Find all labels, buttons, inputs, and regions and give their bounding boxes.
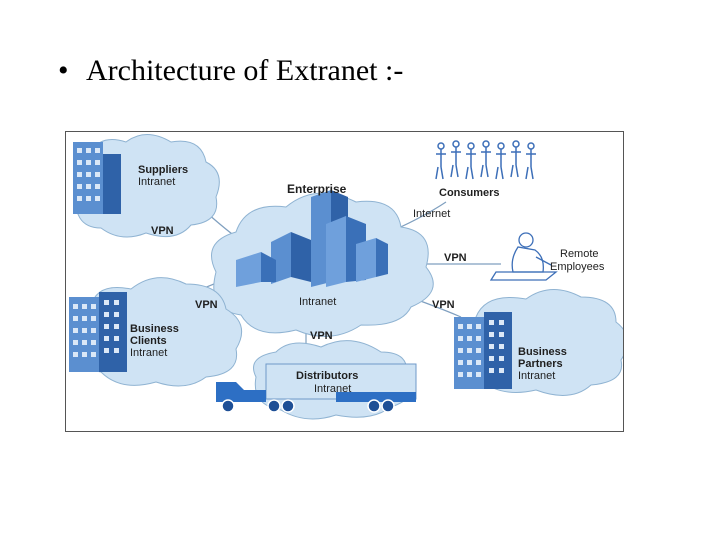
enterprise-label: Enterprise [287,183,346,196]
consumers-label: Consumers [439,187,500,199]
business-partners-label-line1: Business [518,346,567,358]
business-clients-label-line2: Clients [130,335,167,347]
distributors-intranet-label: Intranet [314,383,351,395]
suppliers-vpn-label: VPN [151,225,174,237]
enterprise-site [212,190,434,336]
slide-title: •Architecture of Extranet :- [58,54,403,88]
suppliers-intranet-label: Intranet [138,176,175,188]
distributors-label: Distributors [296,370,358,382]
suppliers-label: Suppliers [138,164,188,176]
business-partners-vpn-label: VPN [432,299,455,311]
business-partners-label-line2: Partners [518,358,563,370]
title-text: Architecture of Extranet :- [86,54,403,87]
internet-label: Internet [413,208,450,220]
remote-employee-icon [491,233,556,280]
business-clients-intranet-label: Intranet [130,347,167,359]
remote-label-line2: Employees [550,261,604,273]
title-bullet: • [58,54,86,88]
consumers-people-icon [436,141,536,179]
business-clients-vpn-label: VPN [195,299,218,311]
business-partners-intranet-label: Intranet [518,370,555,382]
remote-label-line1: Remote [560,248,599,260]
distributors-vpn-label: VPN [310,330,333,342]
extranet-diagram: Suppliers Intranet VPN Enterprise Intran… [65,131,624,432]
business-clients-label-line1: Business [130,323,179,335]
remote-vpn-label: VPN [444,252,467,264]
enterprise-intranet-label: Intranet [299,296,336,308]
